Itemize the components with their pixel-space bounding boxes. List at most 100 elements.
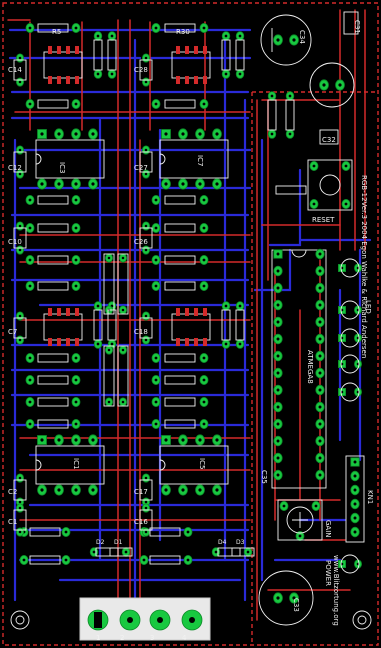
label-c12: C12 — [8, 164, 22, 172]
pad-hole — [74, 198, 78, 202]
pad-hole — [224, 342, 228, 346]
pad-hole — [276, 269, 280, 273]
pad-hole — [121, 348, 125, 352]
smd-pad — [194, 308, 198, 316]
pad-hole — [198, 132, 202, 136]
pad-hole — [96, 34, 100, 38]
smd-pad — [66, 76, 70, 84]
pad-hole — [74, 284, 78, 288]
pad-hole — [202, 102, 206, 106]
label-power: POWER — [324, 560, 332, 586]
pad-hole — [276, 252, 280, 256]
pad-hole — [318, 473, 322, 477]
label-gain: GAIN — [324, 520, 332, 538]
pad-hole — [318, 303, 322, 307]
label-c16: C16 — [134, 518, 148, 526]
pad-hole — [318, 337, 322, 341]
pad-hole — [18, 476, 22, 480]
pad-hole — [276, 303, 280, 307]
pad-hole — [181, 132, 185, 136]
pad-hole — [144, 530, 148, 534]
pad-hole — [282, 504, 286, 508]
label-ic7: IC7 — [196, 155, 204, 166]
pad-hole — [91, 132, 95, 136]
credit-text: RGB-12Ver.3 2004 Egon Wahlke & Richard A… — [360, 175, 368, 358]
pad-hole — [198, 488, 202, 492]
electrolytic-caps — [10, 14, 372, 630]
pad-hole — [154, 284, 158, 288]
pad-hole — [238, 34, 242, 38]
label-kn1: KN1 — [366, 490, 374, 504]
smd-pad — [203, 338, 207, 346]
pad-hole — [276, 388, 280, 392]
pad-hole — [344, 164, 348, 168]
pad-hole — [74, 488, 78, 492]
pad-hole — [224, 72, 228, 76]
pad-hole — [353, 460, 357, 464]
led-array — [340, 258, 360, 574]
pad-hole — [314, 504, 318, 508]
smd-pad — [176, 76, 180, 84]
label-reset: RESET — [312, 216, 335, 224]
pad-hole — [215, 438, 219, 442]
pad-hole — [18, 224, 22, 228]
pad-hole — [202, 422, 206, 426]
pad-hole — [154, 26, 158, 30]
pad-hole — [164, 182, 168, 186]
pad-hole — [96, 72, 100, 76]
smd-pad — [176, 308, 180, 316]
pad-hole — [74, 26, 78, 30]
pad-hole — [64, 558, 68, 562]
label-c35: C35 — [260, 470, 268, 484]
pad-hole — [144, 148, 148, 152]
pad-hole — [28, 102, 32, 106]
pad-hole — [121, 308, 125, 312]
pad-hole — [74, 378, 78, 382]
pad-hole — [18, 530, 22, 534]
pad-hole — [181, 438, 185, 442]
pad-hole — [215, 132, 219, 136]
pad-hole — [318, 422, 322, 426]
pad-hole — [353, 488, 357, 492]
smd-pad — [57, 46, 61, 54]
pad-hole — [107, 256, 111, 260]
pad-hole — [40, 438, 44, 442]
pad-hole — [18, 56, 22, 60]
pad-hole — [276, 422, 280, 426]
pad-hole — [318, 456, 322, 460]
label-c10: C10 — [8, 238, 22, 246]
pad-hole — [154, 378, 158, 382]
smd-pad — [194, 46, 198, 54]
pad-hole — [202, 258, 206, 262]
pad-hole — [154, 356, 158, 360]
smd-pad — [194, 338, 198, 346]
smd-pad — [48, 338, 52, 346]
smd-pad — [75, 308, 79, 316]
pad-hole — [318, 439, 322, 443]
pad-hole — [121, 400, 125, 404]
pad-hole — [154, 198, 158, 202]
smd-pad — [203, 76, 207, 84]
pad-hole — [202, 378, 206, 382]
through-hole-pads — [15, 22, 362, 604]
pad-hole — [96, 304, 100, 308]
pad-hole — [154, 422, 158, 426]
pad-hole — [276, 473, 280, 477]
pad-hole — [74, 438, 78, 442]
label-atmega8: ATMEGA8 — [306, 350, 314, 384]
pad-hole — [91, 438, 95, 442]
pad-hole — [164, 488, 168, 492]
pad-hole — [353, 502, 357, 506]
pad-hole — [276, 456, 280, 460]
pad-hole — [318, 388, 322, 392]
smd-pad — [75, 46, 79, 54]
label-c27: C27 — [134, 164, 148, 172]
pad-hole — [198, 182, 202, 186]
pad-hole — [74, 356, 78, 360]
label-c32: C32 — [322, 136, 336, 144]
pad-hole — [57, 132, 61, 136]
pad-hole — [198, 438, 202, 442]
pad-hole — [224, 304, 228, 308]
website-text: www.Blitzortung.org — [332, 555, 340, 626]
smd-pad — [66, 46, 70, 54]
